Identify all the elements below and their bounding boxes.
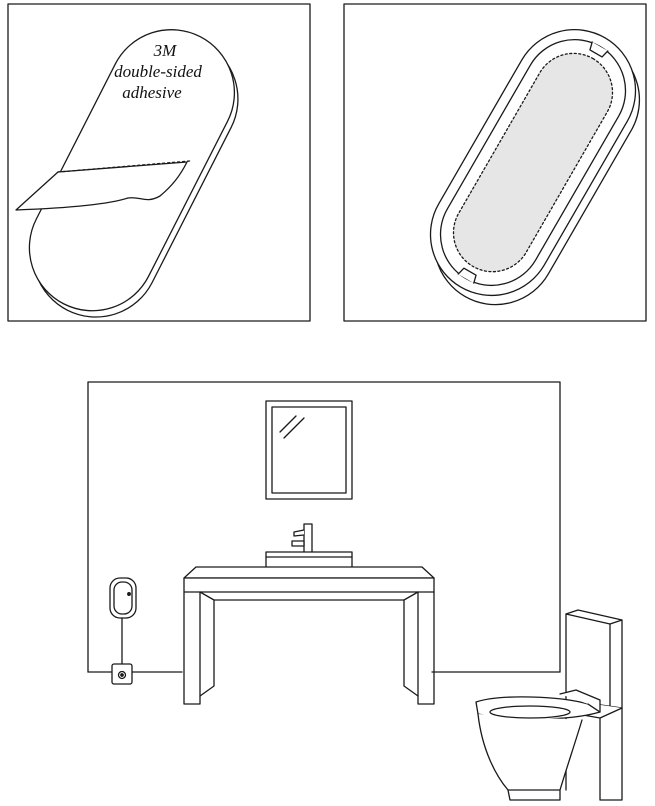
- wall: [87, 381, 561, 673]
- label-line-2: double-sided: [114, 62, 202, 81]
- adhesive-fold-line: [57, 160, 191, 173]
- wall-device: [109, 577, 137, 685]
- adhesive-area: [452, 52, 614, 273]
- mirror: [265, 400, 353, 500]
- bathroom-scene: [87, 381, 623, 801]
- adhesive-label: 3M double-sided adhesive: [114, 41, 202, 102]
- toilet: [475, 609, 623, 801]
- vanity-table: [183, 566, 435, 705]
- label-line-1: 3M: [153, 41, 178, 60]
- adhesive-liner-flap: [15, 161, 188, 211]
- label-line-3: adhesive: [122, 83, 182, 102]
- panel-frame: [343, 3, 647, 322]
- panel-back-plate: [343, 3, 647, 322]
- panel-adhesive: 3M double-sided adhesive: [7, 3, 311, 322]
- plate-notch-top: [589, 41, 609, 58]
- faucet: [291, 523, 313, 555]
- panel-frame: [7, 3, 311, 322]
- plate-notch-bottom: [457, 267, 477, 284]
